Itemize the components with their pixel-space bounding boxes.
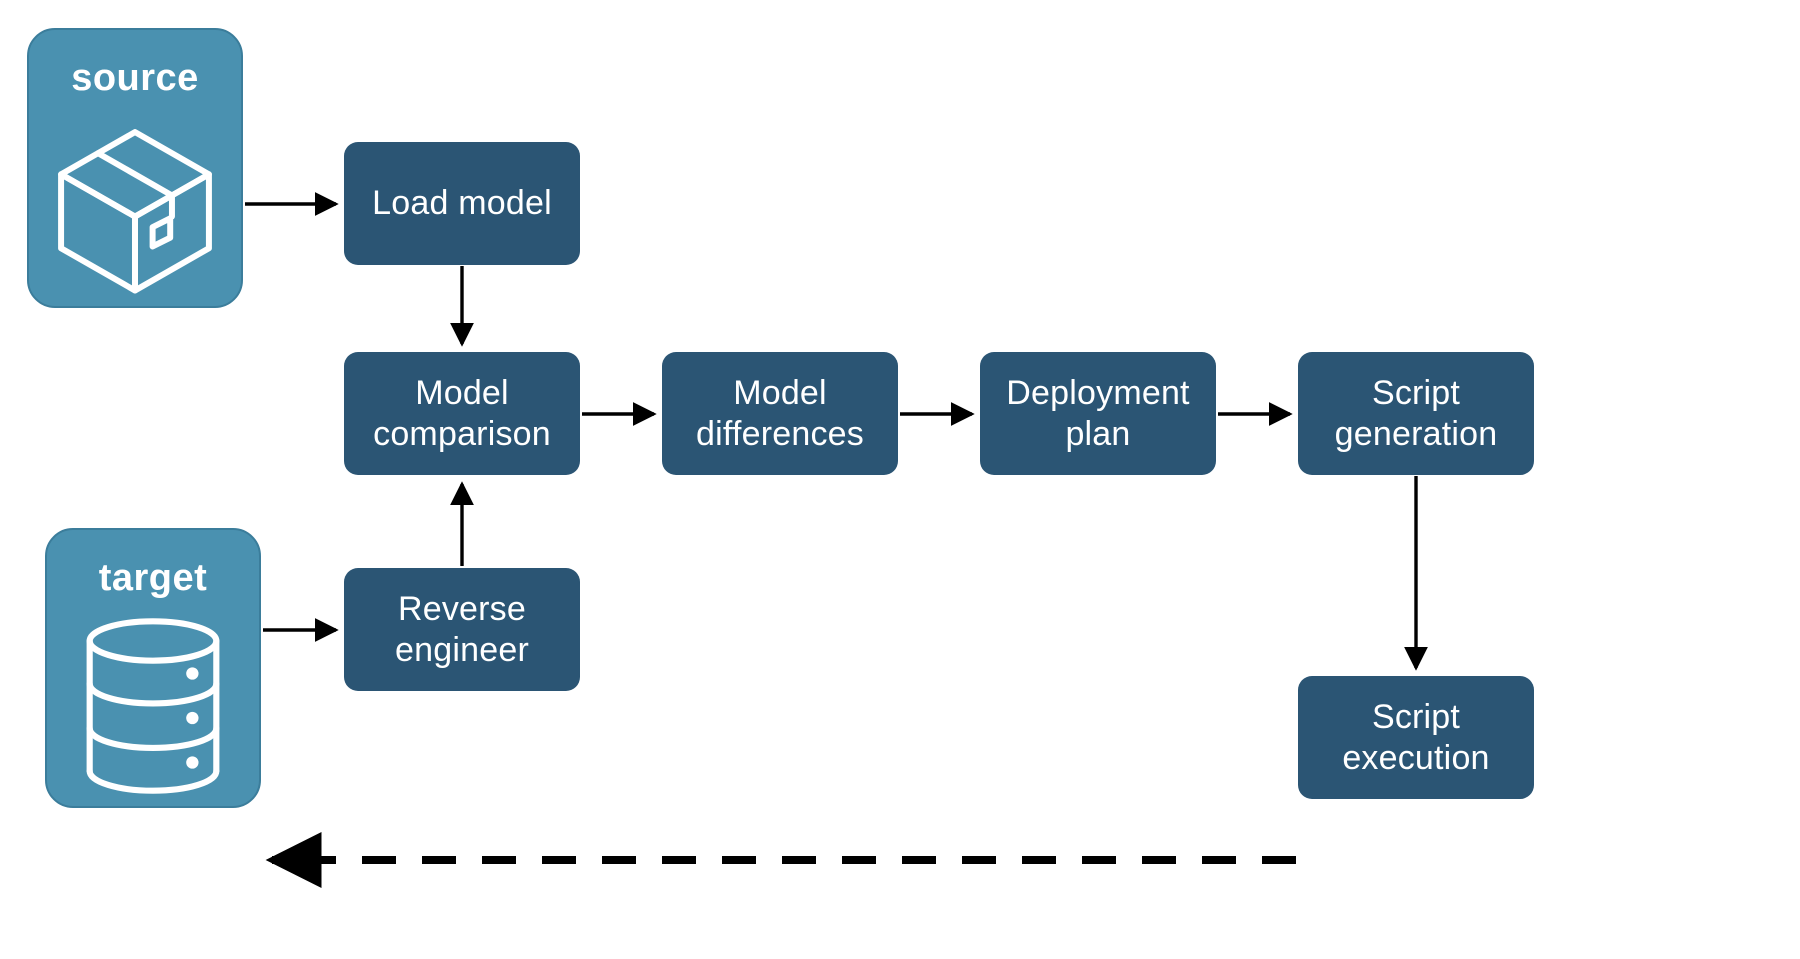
process-model-differences[interactable]: Model differences bbox=[662, 352, 898, 475]
endpoint-target-label: target bbox=[98, 557, 208, 599]
process-load-model[interactable]: Load model bbox=[344, 142, 580, 265]
process-deployment-plan[interactable]: Deployment plan bbox=[980, 352, 1216, 475]
process-script-execution[interactable]: Script execution bbox=[1298, 676, 1534, 799]
endpoint-source-label: source bbox=[71, 57, 199, 99]
endpoint-source[interactable]: source bbox=[27, 28, 243, 308]
process-reverse-engineer[interactable]: Reverse engineer bbox=[344, 568, 580, 691]
process-script-generation[interactable]: Script generation bbox=[1298, 352, 1534, 475]
database-cylinder-icon bbox=[47, 607, 259, 806]
endpoint-target[interactable]: target bbox=[45, 528, 261, 808]
process-model-comparison[interactable]: Model comparison bbox=[344, 352, 580, 475]
package-box-icon bbox=[29, 107, 241, 306]
